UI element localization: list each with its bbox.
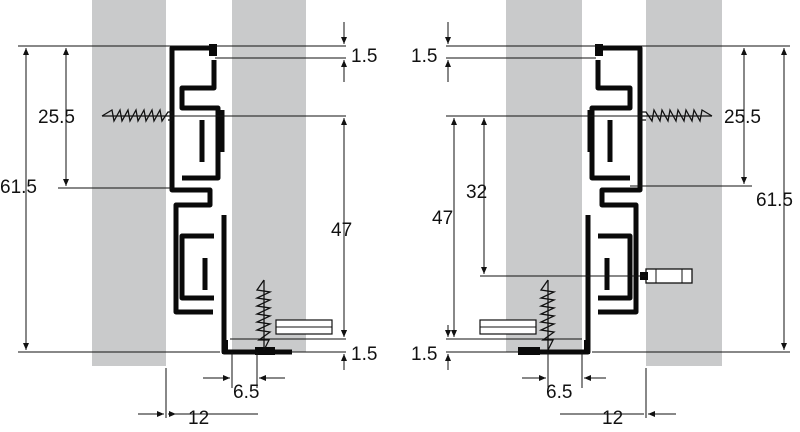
right-side-screw-icon <box>639 108 713 123</box>
left-dim-bottom-gap: 1.5 <box>351 344 377 365</box>
left-slide-profile <box>169 44 292 355</box>
right-dim-overall-height: 61.5 <box>756 190 793 211</box>
left-drawer-panel <box>232 0 306 352</box>
right-slide-profile <box>518 44 643 355</box>
right-dim-drawer-height: 47 <box>432 208 453 229</box>
left-dim-side-clearance: 12 <box>188 408 209 429</box>
right-extension-lines <box>446 45 790 418</box>
left-side-screw-icon <box>101 108 173 123</box>
right-dimension-lines <box>445 22 787 417</box>
right-dim-screw-pitch: 32 <box>466 182 487 203</box>
left-bracket <box>275 319 333 335</box>
right-pin-icon <box>640 268 693 284</box>
right-cabinet-panel <box>646 0 722 366</box>
left-extension-lines <box>18 45 346 418</box>
left-view: 1.5 25.5 61.5 47 1.5 6.5 12 <box>0 0 377 429</box>
left-dim-drawer-height: 47 <box>331 220 352 241</box>
left-cabinet-panel <box>92 0 166 366</box>
left-dim-screw-offset: 25.5 <box>38 107 75 128</box>
right-bottom-screw-icon <box>538 279 557 351</box>
left-bottom-screw-icon <box>254 279 273 351</box>
right-dim-bottom-offset: 6.5 <box>546 382 572 403</box>
right-view: 1.5 25.5 61.5 32 47 1.5 6.5 12 <box>411 0 793 429</box>
left-dimension-lines <box>23 22 347 417</box>
right-bracket <box>479 319 537 335</box>
left-dim-bottom-offset: 6.5 <box>233 382 259 403</box>
left-dim-overall-height: 61.5 <box>0 177 37 198</box>
right-dim-screw-offset: 25.5 <box>724 107 761 128</box>
right-drawer-panel <box>506 0 582 352</box>
right-dim-top-gap: 1.5 <box>411 46 437 67</box>
right-dim-bottom-gap: 1.5 <box>411 344 437 365</box>
left-dim-top-gap: 1.5 <box>351 46 377 67</box>
right-dim-side-clearance: 12 <box>602 408 623 429</box>
